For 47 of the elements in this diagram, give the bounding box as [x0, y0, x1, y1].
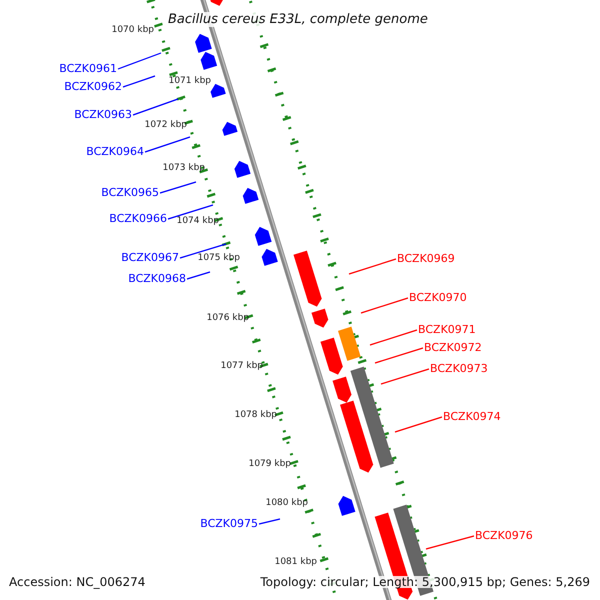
scale-label: 1075 kbp — [198, 254, 240, 262]
scale-label: 1078 kbp — [234, 410, 277, 420]
leader-line — [394, 416, 442, 433]
leader-line — [168, 204, 214, 220]
gene-label: BCZK0963 — [74, 108, 132, 120]
leader-line — [426, 535, 474, 550]
map-title: Bacillus cereus E33L, complete genome — [166, 12, 430, 26]
scale-label: 1073 kbp — [162, 164, 205, 172]
gene-label: BCZK0971 — [418, 324, 476, 334]
leader-line — [360, 297, 408, 314]
leader-line — [122, 75, 156, 88]
gene-label: BCZK0968 — [128, 272, 186, 284]
scale-label: 1079 kbp — [248, 460, 291, 468]
leader-line — [160, 181, 196, 194]
leader-line — [258, 518, 280, 525]
scale-label: 1070 kbp — [112, 26, 154, 34]
gene-label: BCZK0972 — [424, 342, 482, 352]
leader-line — [132, 98, 178, 116]
scale-label: 1081 kbp — [274, 558, 317, 566]
leader-line — [118, 52, 162, 70]
gene-label: BCZK0964 — [86, 146, 144, 156]
leader-line — [186, 271, 210, 280]
gene-label: BCZK0967 — [121, 252, 179, 262]
leader-line — [180, 243, 226, 259]
scale-label: 1076 kbp — [206, 314, 249, 322]
leader-line — [370, 329, 418, 346]
scale-label: 1074 kbp — [176, 216, 219, 226]
gene-label: BCZK0969 — [397, 252, 455, 264]
gene-label: BCZK0975 — [200, 518, 258, 528]
gene-label: BCZK0966 — [109, 212, 167, 224]
gene-label: BCZK0965 — [101, 186, 159, 198]
scale-label: 1071 kbp — [168, 76, 211, 86]
scale-label: 1077 kbp — [220, 362, 263, 370]
gene-label: BCZK0973 — [430, 362, 488, 374]
footer-note: Accession: NC_006274 — [9, 576, 146, 588]
leader-line — [144, 136, 190, 153]
footer-note: Topology: circular; Length: 5,300,915 bp; Genes: 5,269 — [260, 576, 590, 588]
scale-label: 1072 kbp — [144, 120, 187, 130]
gene-label: BCZK0976 — [475, 530, 533, 540]
leader-line — [380, 368, 430, 385]
gene-label: BCZK0970 — [409, 292, 467, 302]
scale-label: 1080 kbp — [266, 498, 308, 508]
gene-label: BCZK0962 — [64, 80, 122, 92]
leader-line — [348, 258, 396, 275]
gene-label: BCZK0974 — [443, 410, 501, 422]
leader-line — [374, 347, 424, 364]
gene-label: BCZK0961 — [59, 62, 117, 74]
